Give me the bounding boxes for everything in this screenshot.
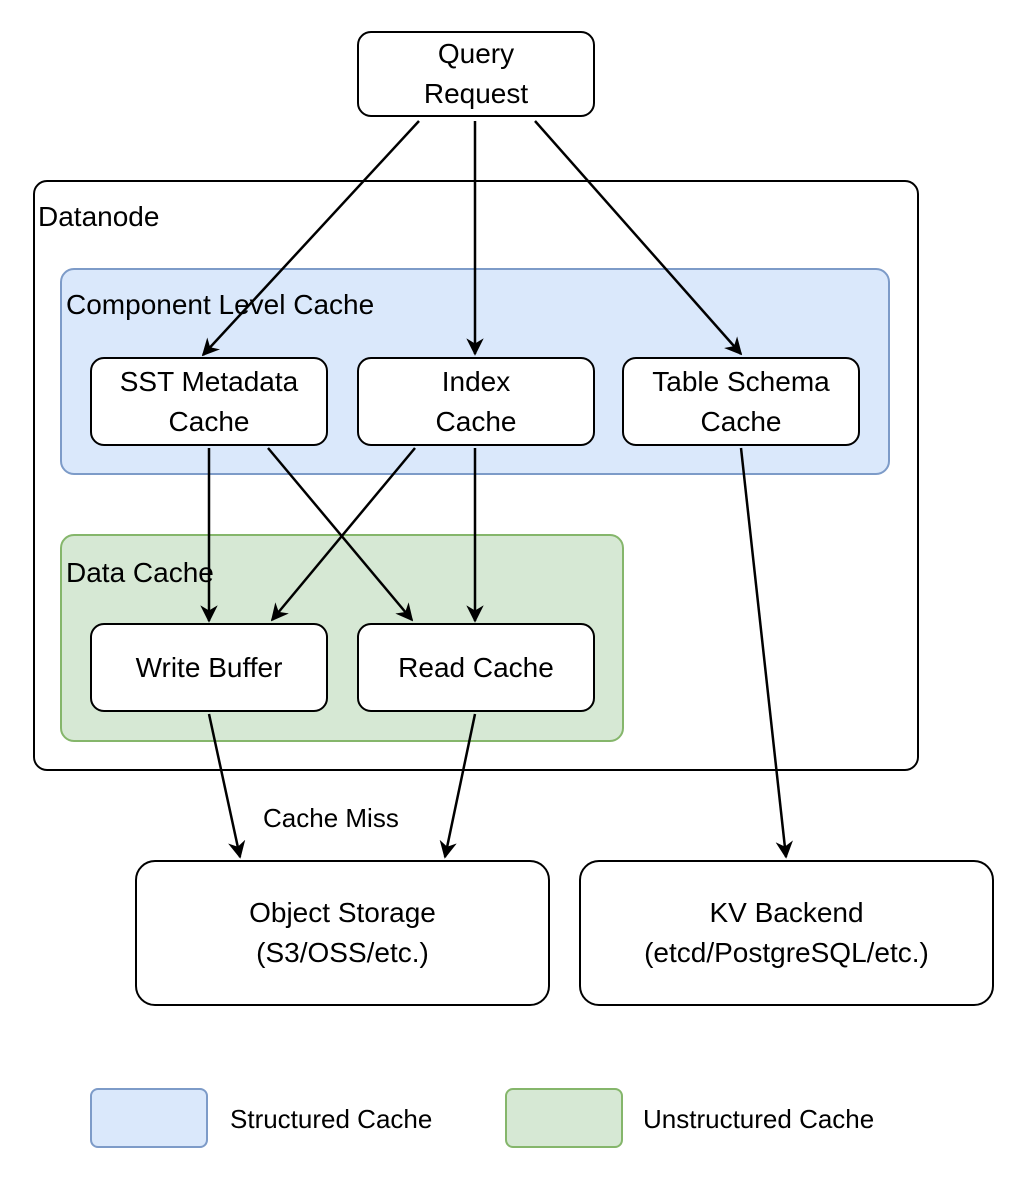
node-text-line: Cache	[435, 405, 517, 437]
legend-structured-label: Structured Cache	[230, 1104, 433, 1134]
table-schema-cache-node: Table Schema Cache	[622, 357, 860, 446]
legend-unstructured-label: Unstructured Cache	[643, 1104, 875, 1134]
legend-structured-swatch	[90, 1088, 208, 1148]
component-level-cache-label: Component Level Cache	[66, 289, 375, 320]
kv-backend-node: KV Backend (etcd/PostgreSQL/etc.)	[579, 860, 994, 1006]
sst-metadata-cache-node: SST Metadata Cache	[90, 357, 328, 446]
legend-unstructured-swatch	[505, 1088, 623, 1148]
node-text-line: SST Metadata	[119, 365, 299, 397]
node-text-line: Object Storage	[249, 897, 436, 928]
node-text-line: (S3/OSS/etc.)	[256, 937, 429, 968]
node-text-line: Table Schema	[652, 365, 830, 397]
query-request-node: Query Request	[357, 31, 595, 117]
data-cache-label: Data Cache	[66, 557, 214, 588]
datanode-label: Datanode	[38, 201, 160, 232]
index-cache-node: Index Cache	[357, 357, 595, 446]
node-text-line: (etcd/PostgreSQL/etc.)	[644, 937, 929, 968]
node-text-line: Query	[437, 38, 515, 69]
object-storage-node: Object Storage (S3/OSS/etc.)	[135, 860, 550, 1006]
node-text-line: KV Backend	[709, 897, 864, 928]
node-text-line: Write Buffer	[135, 651, 283, 683]
node-text-line: Index	[441, 365, 511, 397]
node-text-line: Cache	[168, 405, 250, 437]
cache-miss-label: Cache Miss	[263, 803, 399, 833]
node-text-line: Request	[423, 78, 529, 109]
node-text-line: Read Cache	[398, 651, 554, 683]
write-buffer-node: Write Buffer	[90, 623, 328, 712]
read-cache-node: Read Cache	[357, 623, 595, 712]
node-text-line: Cache	[700, 405, 782, 437]
